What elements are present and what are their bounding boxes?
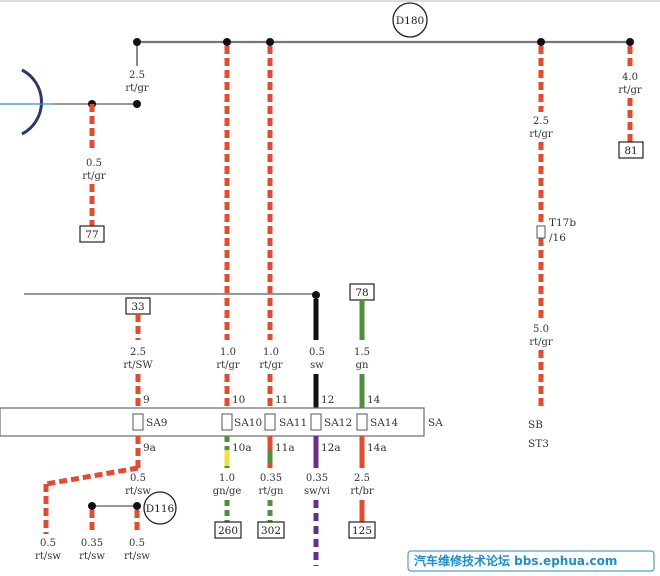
- w1-color: rt/gr: [125, 83, 149, 94]
- b1-color: rt/sw: [35, 551, 61, 562]
- node-bus-4: [537, 38, 545, 46]
- split-t17b: [536, 225, 546, 239]
- pin-10: 10: [232, 394, 245, 406]
- w2-color: rt/gr: [82, 171, 106, 182]
- sa9-top-color: rt/SW: [123, 360, 153, 371]
- pin-9a: 9a: [143, 442, 156, 454]
- t17b-name: T17b: [549, 217, 576, 229]
- w3b-size: 5.0: [533, 324, 549, 335]
- b3-size: 0.5: [129, 538, 145, 549]
- connector-d180: [392, 2, 428, 38]
- sa10-top-size: 1.0: [220, 347, 236, 358]
- terminal-77-label: 77: [85, 229, 98, 241]
- terminal-125-label: 125: [352, 525, 372, 537]
- terminal-125: [348, 521, 376, 539]
- w4-color: rt/gr: [618, 85, 642, 96]
- pin-12a: 12a: [321, 442, 341, 454]
- pin-14a: 14a: [367, 442, 387, 454]
- sa9-bottom-size: 0.5: [130, 473, 146, 484]
- svg-text:SA10: SA10: [234, 417, 262, 429]
- fuse-sa10: SA10: [221, 413, 262, 431]
- w3-size: 2.5: [533, 116, 549, 127]
- node-b3: [133, 502, 141, 510]
- pin-9: 9: [143, 394, 150, 406]
- node-sa12: [312, 291, 320, 299]
- terminal-302: [257, 521, 285, 539]
- connector-d116: [143, 491, 177, 525]
- pin-14: 14: [367, 394, 381, 406]
- connector-d180-label: D180: [396, 15, 424, 27]
- b2-color: rt/sw: [79, 551, 105, 562]
- terminal-77: [79, 225, 105, 243]
- node-bus-1: [133, 38, 141, 46]
- sa-fuse-block: [0, 407, 425, 437]
- node-w1: [133, 100, 141, 108]
- sa12-top-size: 0.5: [309, 347, 325, 358]
- svg-text:SA12: SA12: [324, 417, 352, 429]
- sa14-top-color: gn: [356, 360, 369, 371]
- sa10-top-color: rt/gr: [216, 360, 240, 371]
- terminal-78-label: 78: [355, 287, 368, 299]
- sa14-bottom-size: 2.5: [354, 473, 370, 484]
- sa12-bottom-size: 0.35: [306, 473, 328, 484]
- fuse-sa12: SA12: [310, 413, 352, 431]
- fuse-sa9: SA9: [132, 413, 167, 431]
- watermark-frame: [407, 550, 655, 572]
- b1-size: 0.5: [40, 538, 56, 549]
- sa12-top-color: sw: [310, 360, 324, 371]
- svg-text:SA14: SA14: [370, 417, 398, 429]
- sa9-bottom-color: rt/sw: [125, 486, 151, 497]
- sa11-top-color: rt/gr: [259, 360, 283, 371]
- terminal-260-label: 260: [218, 525, 238, 537]
- sa14-top-size: 1.5: [354, 347, 370, 358]
- pin-11a: 11a: [275, 442, 295, 454]
- t17b-pin: /16: [549, 232, 566, 244]
- node-bus-2: [223, 38, 231, 46]
- fuse-sa14: SA14: [356, 413, 398, 431]
- node-bus-3: [266, 38, 274, 46]
- b2-size: 0.35: [81, 538, 103, 549]
- w3-color: rt/gr: [529, 129, 553, 140]
- svg-text:SA9: SA9: [146, 417, 167, 429]
- watermark-text: 汽车维修技术论坛 bbs.ephua.com: [414, 553, 617, 568]
- w4-size: 4.0: [622, 72, 638, 83]
- sa11-top-size: 1.0: [263, 347, 279, 358]
- sa10-bottom-size: 1.0: [219, 473, 235, 484]
- sa14-bottom-color: rt/br: [350, 486, 374, 497]
- w1-size: 2.5: [129, 70, 145, 81]
- svg-text:SA11: SA11: [279, 417, 307, 429]
- pin-12: 12: [321, 394, 334, 406]
- sa9-top-size: 2.5: [130, 347, 146, 358]
- component-arc: [21, 68, 44, 136]
- terminal-81-label: 81: [624, 145, 637, 157]
- node-bus-5: [626, 38, 634, 46]
- terminal-33-label: 33: [131, 301, 144, 313]
- pin-11: 11: [275, 394, 288, 406]
- w2-size: 0.5: [86, 158, 102, 169]
- terminal-260: [214, 521, 242, 539]
- sa10-bottom-color: gn/ge: [213, 486, 242, 497]
- pin-10a: 10a: [232, 442, 252, 454]
- sa11-bottom-size: 0.35: [260, 473, 282, 484]
- fuse-sa11: SA11: [264, 413, 307, 431]
- sa11-bottom-color: rt/gn: [258, 486, 284, 497]
- w3b-color: rt/gr: [529, 337, 553, 348]
- st3-label: ST3: [528, 438, 549, 450]
- node-b2: [88, 502, 96, 510]
- sb-label: SB: [528, 419, 543, 431]
- b3-color: rt/sw: [124, 551, 150, 562]
- terminal-302-label: 302: [261, 525, 281, 537]
- sa12-bottom-color: sw/vi: [304, 486, 330, 497]
- sa-label: SA: [428, 417, 443, 429]
- terminal-81: [618, 141, 644, 159]
- wire-b1-diag: [45, 465, 139, 487]
- connector-d116-label: D116: [146, 503, 175, 515]
